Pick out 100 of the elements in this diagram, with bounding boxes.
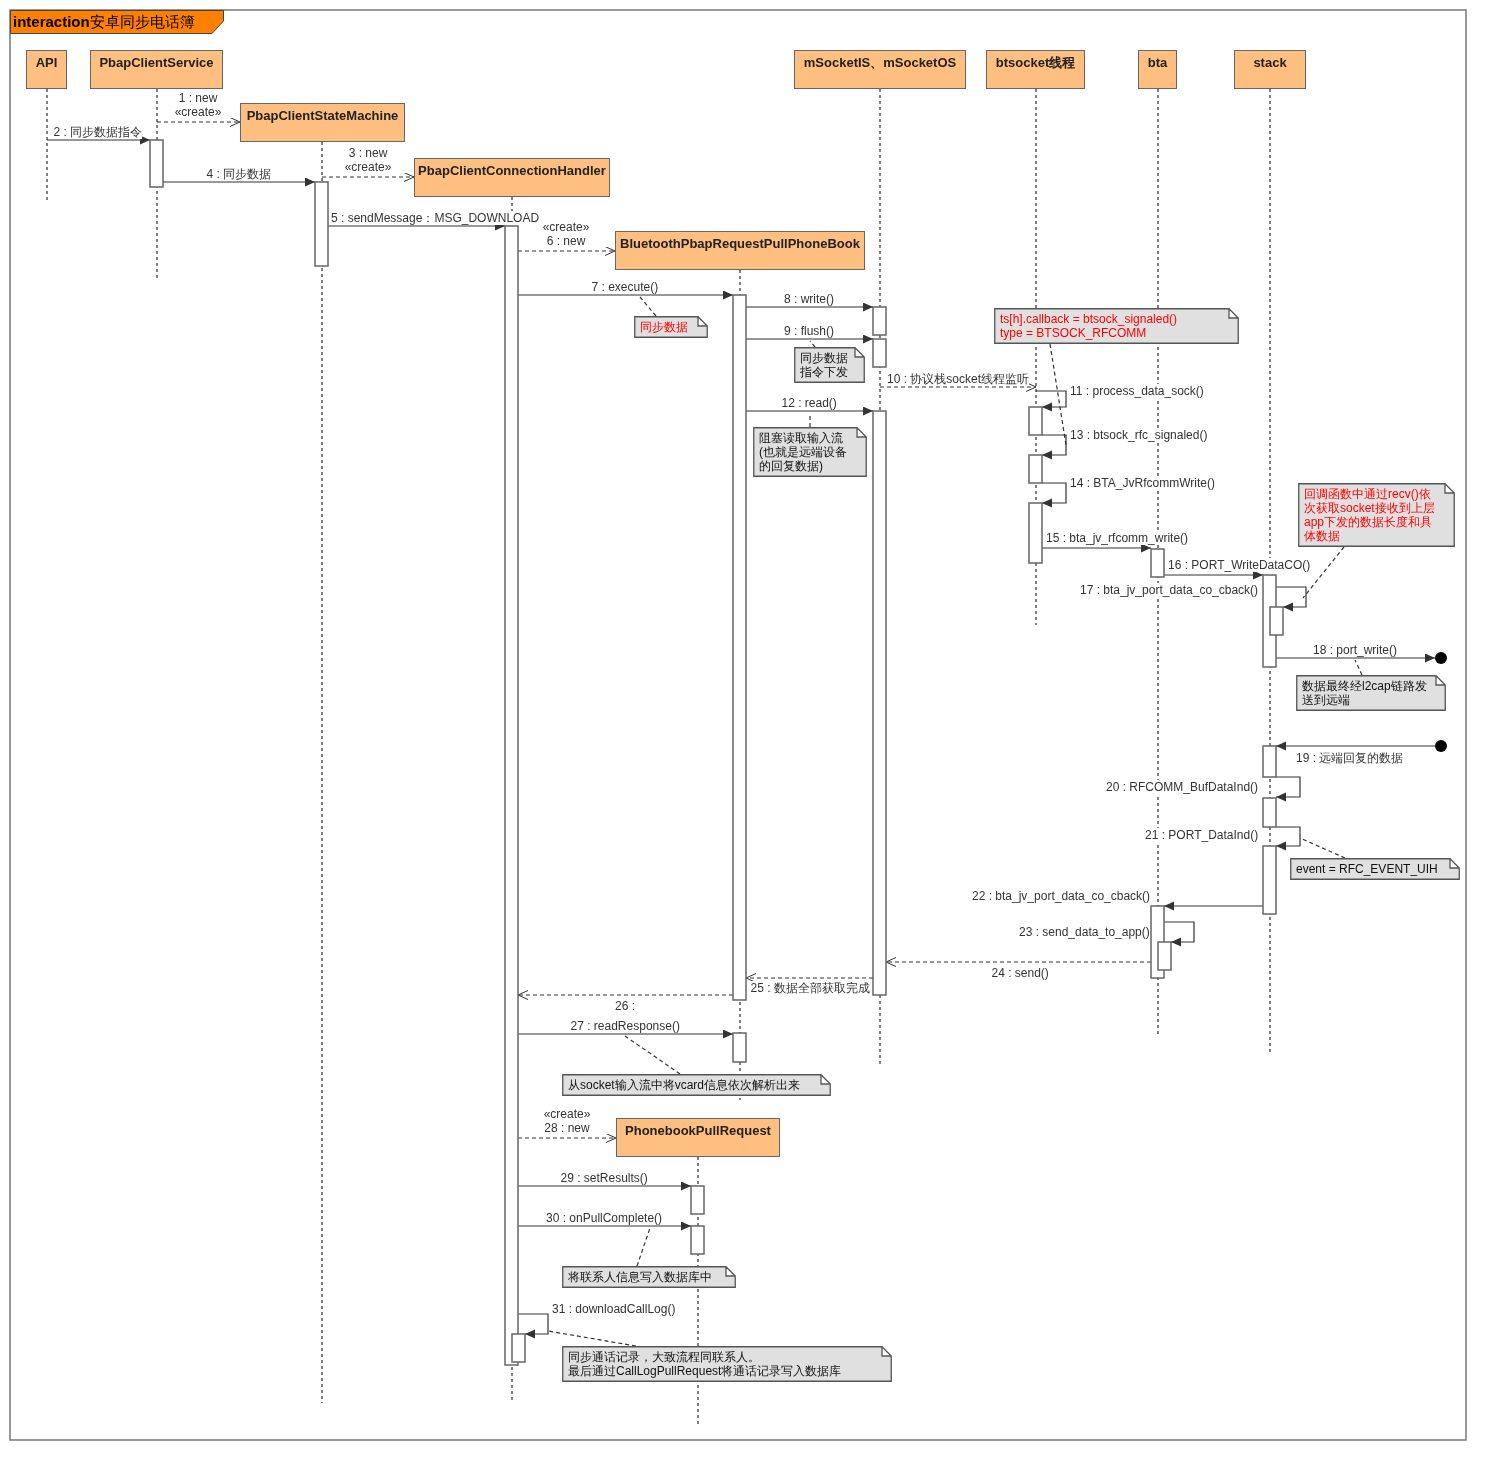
- participant-name: btsocket线程: [995, 55, 1076, 71]
- message-label: 3 : new «create»: [342, 146, 394, 174]
- dashed-message-arrow: [745, 973, 874, 983]
- message-label: 27 : readResponse(): [570, 1019, 680, 1033]
- message-label: 23 : send_data_to_app(): [1019, 925, 1150, 939]
- leader-line: [1354, 659, 1363, 676]
- participant-name: PhonebookPullRequest: [625, 1123, 771, 1139]
- note-text: 同步数据指令下发: [800, 351, 849, 379]
- note: [562, 1074, 831, 1096]
- note-text: ts[h].callback = btsock_signaled(): [1000, 312, 1179, 326]
- message-label: 14 : BTA_JvRfcommWrite(): [1070, 476, 1215, 490]
- participant-name: bta: [1147, 55, 1168, 71]
- message-label: 4 : 同步数据: [206, 167, 272, 181]
- leader-line: [547, 1330, 637, 1347]
- message-label: 1 : new «create»: [172, 91, 224, 119]
- note: [562, 1346, 892, 1382]
- note: [1296, 675, 1446, 711]
- diagram-title: interaction安卓同步电话簿: [10, 10, 224, 34]
- note-text: 回调函数中通过recv()依次获取socket接收到上层app下发的数据长度和具体数据: [1304, 487, 1436, 543]
- message-arrow: [745, 406, 874, 416]
- message-label: 7 : execute(): [591, 280, 659, 294]
- self-message-arrow: [1163, 921, 1195, 947]
- message-label: 24 : send(): [991, 966, 1049, 980]
- message-arrow: [517, 1029, 734, 1039]
- message-arrow: [745, 334, 874, 344]
- message-label: 25 : 数据全部获取完成: [750, 981, 870, 995]
- self-message-arrow: [1275, 586, 1307, 612]
- note-text: type = BTSOCK_RFCOMM: [1000, 326, 1148, 340]
- message-arrow: [517, 290, 734, 300]
- participant-name: API: [35, 55, 58, 71]
- message-label: 13 : btsock_rfc_signaled(): [1070, 428, 1208, 442]
- note: [1298, 483, 1455, 547]
- message-label: 17 : bta_jv_port_data_co_cback(): [1080, 583, 1259, 597]
- message-label: 2 : 同步数据指令: [53, 125, 143, 139]
- note-text: event = RFC_EVENT_UIH: [1296, 862, 1439, 876]
- message-label: 9 : flush(): [784, 324, 834, 338]
- participant-name: stack: [1253, 55, 1287, 71]
- message-label: 15 : bta_jv_rfcomm_write(): [1046, 531, 1189, 545]
- message-label: 21 : PORT_DataInd(): [1145, 828, 1259, 842]
- message-label: 30 : onPullComplete(): [546, 1211, 663, 1225]
- leader-line: [1302, 546, 1345, 599]
- message-arrow: [1163, 901, 1264, 911]
- leader-line: [624, 1035, 681, 1075]
- message-arrow: [162, 177, 316, 187]
- participant-lifeline: [26, 50, 67, 200]
- self-message-arrow: [517, 1313, 549, 1339]
- self-message-arrow: [1041, 434, 1067, 460]
- participant-name: PbapClientConnectionHandler: [418, 163, 606, 179]
- dashed-message-arrow: [156, 117, 241, 127]
- message-label: 29 : setResults(): [560, 1171, 648, 1185]
- endpoint-dot-icon: [1435, 652, 1447, 664]
- dashed-message-arrow: [321, 172, 415, 182]
- dashed-message-arrow: [517, 1133, 617, 1143]
- leader-line: [1049, 343, 1067, 446]
- message-arrow: [517, 1181, 692, 1191]
- self-message-arrow: [1035, 390, 1067, 412]
- dashed-message-arrow: [517, 246, 616, 256]
- message-label: 20 : RFCOMM_BufDataInd(): [1106, 780, 1259, 794]
- message-label: 19 : 远端回复的数据: [1296, 751, 1404, 765]
- note-text: 数据最终经l2cap链路发送到远端: [1302, 679, 1428, 707]
- message-arrow: [745, 302, 874, 312]
- message-label: 12 : read(): [781, 396, 837, 410]
- note-text: 将联系人信息写入数据库中: [568, 1270, 713, 1284]
- participant-name: PbapClientStateMachine: [246, 108, 399, 124]
- self-message-arrow: [1275, 776, 1301, 802]
- message-label: 26 :: [615, 999, 635, 1013]
- message-label: 31 : downloadCallLog(): [552, 1302, 676, 1316]
- message-arrow: [1275, 741, 1436, 751]
- self-message-arrow: [1041, 482, 1067, 508]
- message-label: 18 : port_write(): [1313, 643, 1398, 657]
- leader-line: [809, 340, 816, 348]
- message-label: 10 : 协议栈socket线程监听: [887, 372, 1030, 386]
- note-text: 阻塞读取输入流(也就是远端设备的回复数据): [759, 431, 848, 473]
- message-label: 5 : sendMessage：MSG_DOWNLOAD: [331, 211, 540, 225]
- note-text: 最后通过CallLogPullRequest将通话记录写入数据库: [568, 1364, 843, 1378]
- self-message-arrow: [1275, 826, 1301, 851]
- message-label: «create» 28 : new: [541, 1107, 593, 1135]
- message-arrow: [517, 1221, 692, 1231]
- message-label: 16 : PORT_WriteDataCO(): [1168, 558, 1311, 572]
- note-text: 同步数据: [640, 320, 689, 334]
- message-arrow: [46, 135, 151, 145]
- dashed-message-arrow: [879, 382, 1037, 392]
- note: [562, 1266, 736, 1288]
- note: [994, 308, 1239, 344]
- participant-name: PbapClientService: [99, 55, 214, 71]
- message-label: 11 : process_data_sock(): [1070, 384, 1204, 398]
- endpoint-dot-icon: [1435, 740, 1447, 752]
- dashed-message-arrow: [885, 957, 1152, 967]
- note: [1290, 858, 1460, 880]
- leader-line: [639, 296, 657, 317]
- message-label: 8 : write(): [784, 292, 834, 306]
- message-label: 22 : bta_jv_port_data_co_cback(): [972, 889, 1151, 903]
- message-arrow: [1275, 653, 1436, 663]
- note: [794, 347, 865, 383]
- leader-line: [636, 1227, 651, 1267]
- message-arrow: [1041, 543, 1152, 553]
- participant-name: mSocketIS、mSocketOS: [803, 55, 957, 71]
- message-label: «create» 6 : new: [540, 220, 592, 248]
- note-text: 从socket输入流中将vcard信息依次解析出来: [568, 1078, 802, 1092]
- note-text: 同步通话记录，大致流程同联系人。: [568, 1350, 761, 1364]
